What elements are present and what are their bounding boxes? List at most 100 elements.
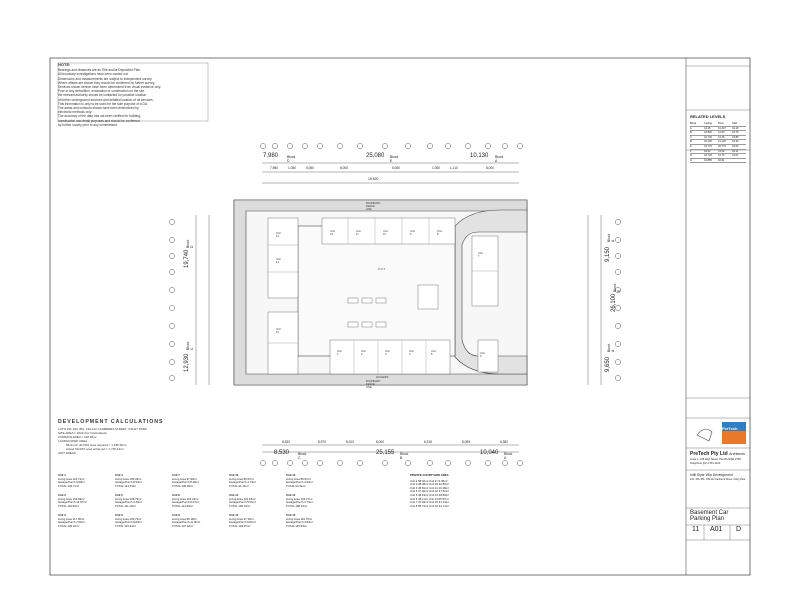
unit-area-living: Living Area 117.50m²: [58, 516, 85, 521]
unit-area-living: Living Area 86.57m²: [229, 476, 254, 481]
grid-marker: [615, 359, 621, 365]
grid-marker: [302, 143, 308, 149]
unit-area-living: Living Area 97.16m²: [229, 516, 254, 521]
unit-label-bottom: Unit 2: [361, 350, 366, 356]
levels-cell: 41.130: [718, 140, 726, 144]
courtyard-row: Unit 8 86.72m² Unit 16 21.71m²: [410, 503, 450, 508]
dim-top-block-e-label: Block E: [390, 155, 399, 163]
grid-markers-right: [615, 219, 621, 381]
grid-marker: [615, 305, 621, 311]
levels-cell: 44.730: [704, 135, 712, 139]
unit-area-garage: Garage/Porch 8.27m²: [172, 500, 199, 505]
unit-area-total: TOTAL 133.71m²: [58, 483, 80, 488]
unit-area-living: Living Area 104.23m²: [172, 496, 199, 501]
levels-cell: 43.79: [732, 131, 739, 135]
dimension-lines: [195, 162, 602, 453]
grid-marker: [169, 253, 175, 259]
unit-label-left: Unit 15: [276, 328, 281, 334]
grid-marker: [317, 460, 323, 466]
grid-marker: [169, 341, 175, 347]
grid-marker: [169, 323, 175, 329]
parking-marker-2: [361, 297, 373, 304]
dev-title: DEVELOPMENT CALCULATIONS: [58, 419, 164, 425]
dev-site-area: SITE AREA = 2022.2m² (Calculated): [58, 431, 107, 435]
grid-markers-bottom: [260, 460, 523, 466]
unit-label-top: Unit 11: [356, 230, 361, 236]
notes-line: The accuracy of the data has not been ve…: [58, 114, 141, 119]
dim-left-block-d-label: Block D: [186, 239, 194, 248]
grid-marker: [405, 460, 411, 466]
levels-cell: 41.447: [718, 126, 726, 130]
titleblock-lines: [686, 65, 750, 541]
levels-cell: Floor: [718, 122, 724, 125]
grid-marker: [517, 143, 523, 149]
dim-top-block-e: 25,080: [366, 153, 385, 159]
dev-unit-areas: UNIT AREAS: [58, 451, 76, 455]
block-right-lower: [477, 339, 499, 373]
unit-label-right: Unit 7: [478, 252, 483, 258]
sheet-number: 11: [692, 526, 700, 533]
courtyard-row: Unit 2 38.38m² Unit 10 42.80m²: [410, 482, 450, 487]
levels-cell: 41.52: [718, 149, 725, 153]
courtyard-row: Unit 6 48.11m² Unit 14 65.57m²: [410, 496, 449, 501]
grid-marker: [465, 460, 471, 466]
grid-marker: [169, 219, 175, 225]
unit-area-total: TOTAL 106.39m²: [172, 483, 194, 488]
unit-area-garage: Garage/Porch 5.81m²: [229, 520, 256, 525]
dim-sub: 8,095: [462, 440, 470, 444]
courtyard-title: PRIVATE COURTYARD AREA: [410, 473, 449, 477]
grid-marker: [357, 460, 363, 466]
grid-marker: [169, 359, 175, 365]
grid-marker: [272, 143, 278, 149]
grid-marker: [260, 143, 266, 149]
unit-label-bottom: Unit 4: [409, 350, 414, 356]
notes-heading: NOTE:: [58, 62, 71, 67]
dim-sub: 8,000: [486, 166, 494, 170]
unit-area-garage: Garage/Porch 8.40m²: [172, 480, 199, 485]
notes-line: construction and detail purposes and sho…: [58, 118, 140, 123]
label-bottom-boundary: BOUNDARY FENCE LINE: [366, 380, 381, 389]
dim-bottom-block-b: 25,155: [376, 450, 395, 456]
courtyard-row: Unit 7 76.04m² Unit 15 41.14m²: [410, 500, 450, 505]
levels-cell: 44.11: [732, 149, 739, 153]
dev-common-area: COMMON AREA = 118.38m²: [58, 435, 97, 439]
levels-cell: D: [690, 140, 692, 144]
grid-marker: [169, 269, 175, 275]
dim-left-block-c: 12,930: [184, 353, 190, 372]
unit-area-name: Unit 8: [172, 493, 180, 497]
levels-cell: Block: [690, 122, 697, 125]
grid-marker: [517, 460, 523, 466]
grid-marker: [485, 460, 491, 466]
unit-area-name: Unit 13: [286, 473, 296, 477]
dim-right-block-a-bot-label: Block A: [607, 343, 615, 352]
logo-blue-band: [722, 422, 746, 431]
unit-area-living: Living Area 106.79m²: [115, 496, 142, 501]
courtyard-row: Unit 3 38.81m² Unit 11 40.18m²: [410, 485, 449, 490]
label-top-boundary: BOUNDARY FENCE LINE: [366, 202, 381, 211]
unit-area-name: Unit 12: [229, 513, 239, 517]
unit-area-total: TOTAL 116.66m²: [58, 503, 80, 508]
levels-cell: 43.30: [732, 140, 739, 144]
levels-cell: 42.54: [732, 144, 739, 148]
grid-marker: [169, 287, 175, 293]
unit-area-name: Unit 9: [172, 513, 180, 517]
unit-label-bottom: Unit 1: [337, 350, 342, 356]
block-left-upper: [267, 217, 299, 299]
dim-top-mid: 15,620: [368, 177, 379, 181]
grid-marker: [615, 323, 621, 329]
unit-area-garage: Garage/Porch 3.74m²: [286, 500, 313, 505]
dim-bottom-block-b-label: Block B: [400, 452, 409, 460]
courtyard-row: Unit 5 38.19m² Unit 13 48.89m²: [410, 492, 450, 497]
courtyard-table: PRIVATE COURTYARD AREA Unit 1 58.02m² Un…: [410, 473, 500, 509]
site-plan: [233, 199, 528, 386]
related-levels-title: RELATED LEVELS: [690, 114, 726, 119]
